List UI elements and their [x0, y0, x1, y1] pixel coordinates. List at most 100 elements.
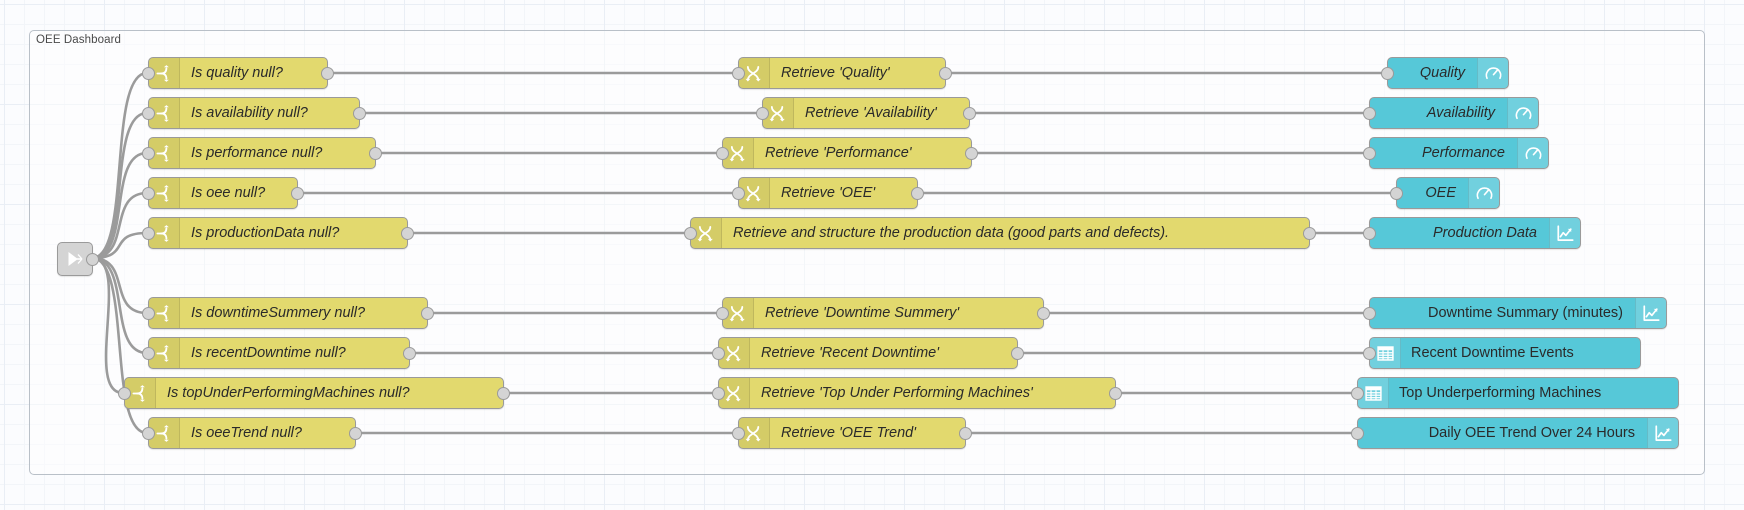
change-availability-output-port[interactable] [963, 106, 976, 120]
dashboard-quality-icon-container [1477, 58, 1508, 88]
change-node-performance[interactable]: Retrieve 'Performance' [716, 137, 978, 169]
dashboard-node-oee[interactable]: OEE [1390, 177, 1500, 209]
dashboard-node-production-data[interactable]: Production Data [1363, 217, 1581, 249]
change-downtime-summary-input-port[interactable] [716, 306, 729, 320]
change-downtime-summary-output-port[interactable] [1037, 306, 1050, 320]
change-oee-input-port[interactable] [732, 186, 745, 200]
switch-production-data-output-port[interactable] [401, 226, 414, 240]
dashboard-production-data-label: Production Data [1433, 225, 1537, 241]
dashboard-production-data-input-port[interactable] [1363, 226, 1376, 240]
change-downtime-summary-icon-container [723, 298, 754, 328]
switch-icon [155, 144, 169, 162]
switch-quality-input-port[interactable] [142, 66, 155, 80]
dashboard-production-data-icon-container [1549, 218, 1580, 248]
switch-recent-downtime-input-port[interactable] [142, 346, 155, 360]
switch-oee-output-port[interactable] [291, 186, 304, 200]
change-node-production-data[interactable]: Retrieve and structure the production da… [684, 217, 1316, 249]
change-performance-output-port[interactable] [965, 146, 978, 160]
change-node-oee[interactable]: Retrieve 'OEE' [732, 177, 924, 209]
source-inject-node[interactable] [57, 242, 99, 276]
switch-production-data-input-port[interactable] [142, 226, 155, 240]
change-icon [729, 305, 745, 321]
linechart-icon [1642, 304, 1660, 321]
dashboard-oee-input-port[interactable] [1390, 186, 1403, 200]
dashboard-node-downtime-summary[interactable]: Downtime Summary (minutes) [1363, 297, 1667, 329]
switch-top-underperforming-output-port[interactable] [497, 386, 510, 400]
switch-performance-output-port[interactable] [369, 146, 382, 160]
dashboard-top-underperforming-input-port[interactable] [1351, 386, 1364, 400]
switch-top-underperforming-input-port[interactable] [118, 386, 131, 400]
switch-icon [155, 104, 169, 122]
change-availability-input-port[interactable] [756, 106, 769, 120]
dashboard-node-oee-trend[interactable]: Daily OEE Trend Over 24 Hours [1351, 417, 1679, 449]
dashboard-node-performance[interactable]: Performance [1363, 137, 1549, 169]
switch-icon [155, 64, 169, 82]
dashboard-availability-input-port[interactable] [1363, 106, 1376, 120]
dashboard-performance-icon-container [1517, 138, 1548, 168]
change-availability-label: Retrieve 'Availability' [805, 105, 937, 121]
dashboard-downtime-summary-input-port[interactable] [1363, 306, 1376, 320]
dashboard-top-underperforming-label: Top Underperforming Machines [1399, 385, 1602, 401]
switch-node-downtime-summary[interactable]: Is downtimeSummery null? [142, 297, 434, 329]
change-quality-output-port[interactable] [939, 66, 952, 80]
change-node-quality[interactable]: Retrieve 'Quality' [732, 57, 952, 89]
gauge-icon [1485, 66, 1501, 79]
source-output-port[interactable] [86, 252, 99, 266]
change-icon [729, 145, 745, 161]
dashboard-recent-downtime-input-port[interactable] [1363, 346, 1376, 360]
switch-top-underperforming-icon-container [125, 378, 156, 408]
switch-node-production-data[interactable]: Is productionData null? [142, 217, 414, 249]
change-node-top-underperforming[interactable]: Retrieve 'Top Under Performing Machines' [712, 377, 1122, 409]
switch-availability-input-port[interactable] [142, 106, 155, 120]
switch-icon [155, 184, 169, 202]
switch-downtime-summary-output-port[interactable] [421, 306, 434, 320]
dashboard-node-recent-downtime[interactable]: Recent Downtime Events [1363, 337, 1641, 369]
change-oee-trend-output-port[interactable] [959, 426, 972, 440]
change-production-data-input-port[interactable] [684, 226, 697, 240]
change-performance-input-port[interactable] [716, 146, 729, 160]
switch-recent-downtime-output-port[interactable] [403, 346, 416, 360]
switch-node-oee-trend[interactable]: Is oeeTrend null? [142, 417, 362, 449]
switch-node-availability[interactable]: Is availability null? [142, 97, 366, 129]
switch-top-underperforming-label: Is topUnderPerformingMachines null? [167, 385, 410, 401]
dashboard-quality-input-port[interactable] [1381, 66, 1394, 80]
dashboard-oee-trend-input-port[interactable] [1351, 426, 1364, 440]
change-recent-downtime-input-port[interactable] [712, 346, 725, 360]
switch-performance-input-port[interactable] [142, 146, 155, 160]
change-quality-input-port[interactable] [732, 66, 745, 80]
table-icon [1364, 385, 1382, 401]
switch-performance-label: Is performance null? [191, 145, 323, 161]
switch-oee-input-port[interactable] [142, 186, 155, 200]
switch-oee-trend-input-port[interactable] [142, 426, 155, 440]
change-oee-trend-input-port[interactable] [732, 426, 745, 440]
change-top-underperforming-output-port[interactable] [1109, 386, 1122, 400]
change-oee-label: Retrieve 'OEE' [781, 185, 876, 201]
change-oee-output-port[interactable] [911, 186, 924, 200]
dashboard-oee-trend-icon-container [1647, 418, 1678, 448]
dashboard-node-availability[interactable]: Availability [1363, 97, 1539, 129]
switch-node-oee[interactable]: Is oee null? [142, 177, 304, 209]
switch-node-performance[interactable]: Is performance null? [142, 137, 382, 169]
table-icon [1376, 345, 1394, 361]
switch-oee-trend-output-port[interactable] [349, 426, 362, 440]
change-top-underperforming-input-port[interactable] [712, 386, 725, 400]
switch-quality-output-port[interactable] [321, 66, 334, 80]
switch-node-top-underperforming[interactable]: Is topUnderPerformingMachines null? [118, 377, 510, 409]
change-node-availability[interactable]: Retrieve 'Availability' [756, 97, 976, 129]
switch-downtime-summary-input-port[interactable] [142, 306, 155, 320]
change-production-data-output-port[interactable] [1303, 226, 1316, 240]
dashboard-node-top-underperforming[interactable]: Top Underperforming Machines [1351, 377, 1679, 409]
dashboard-performance-input-port[interactable] [1363, 146, 1376, 160]
switch-node-recent-downtime[interactable]: Is recentDowntime null? [142, 337, 416, 369]
linechart-icon [1556, 224, 1574, 241]
change-node-recent-downtime[interactable]: Retrieve 'Recent Downtime' [712, 337, 1024, 369]
dashboard-node-quality[interactable]: Quality [1381, 57, 1509, 89]
change-recent-downtime-output-port[interactable] [1011, 346, 1024, 360]
change-node-oee-trend[interactable]: Retrieve 'OEE Trend' [732, 417, 972, 449]
change-node-downtime-summary[interactable]: Retrieve 'Downtime Summery' [716, 297, 1050, 329]
switch-availability-output-port[interactable] [353, 106, 366, 120]
switch-node-quality[interactable]: Is quality null? [142, 57, 334, 89]
dashboard-oee-icon-container [1468, 178, 1499, 208]
gauge-icon [1476, 186, 1492, 199]
